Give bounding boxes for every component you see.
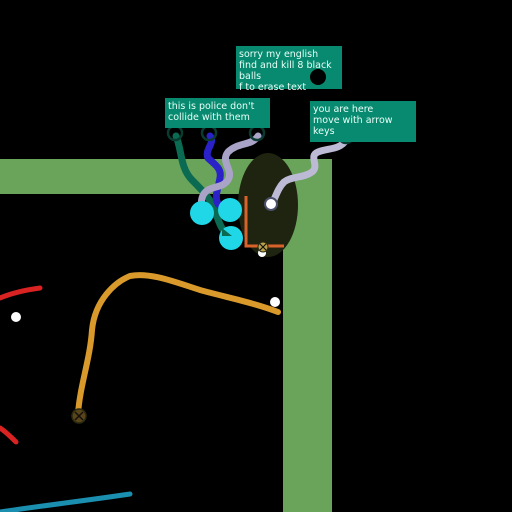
crossed-marker-icon: [71, 408, 87, 424]
red-trail-top: [0, 285, 43, 301]
cyan-ball: [190, 201, 214, 225]
crossed-marker-icon: [257, 241, 269, 253]
white-dot: [11, 312, 21, 322]
blue-trail: [0, 491, 133, 512]
police-note: this is police don't collide with them: [165, 98, 270, 128]
note-line: this is police don't: [168, 101, 255, 112]
note-line: move with arrow: [313, 115, 393, 126]
orange-trail: [75, 272, 281, 417]
note-line: find and kill 8 black: [239, 60, 332, 71]
black-ball-icon: [310, 69, 326, 85]
instruction-note: sorry my english find and kill 8 black b…: [236, 46, 342, 93]
note-line: keys: [313, 126, 335, 137]
note-line: balls: [239, 71, 262, 82]
note-line: sorry my english: [239, 49, 319, 60]
orange-bracket: [244, 196, 284, 248]
police-trail-dark: [172, 132, 230, 236]
note-line: collide with them: [168, 112, 250, 123]
direction-arrow-icon: [222, 228, 232, 236]
player-note: you are here move with arrow keys: [310, 101, 416, 142]
note-line: you are here: [313, 104, 374, 115]
red-trail-bottom: [0, 425, 19, 445]
cyan-ball: [218, 198, 242, 222]
note-line: f to erase text: [239, 82, 307, 93]
player-trail: [268, 136, 350, 208]
player-ball: [264, 197, 278, 211]
white-dot: [270, 297, 280, 307]
